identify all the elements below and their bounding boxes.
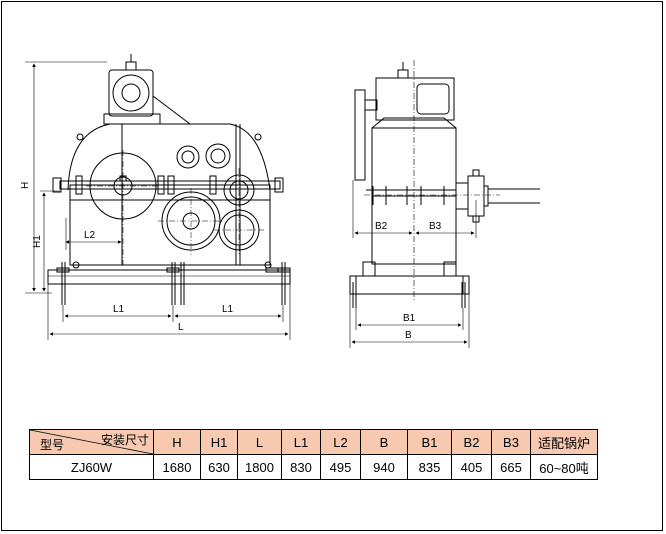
dim-l: L [178, 322, 184, 333]
spec-table-header: 安装尺寸 型号 H H1 L L1 L2 B B1 B2 B3 适配锅炉 [29, 429, 598, 455]
model-cell: ZJ60W [29, 454, 154, 480]
spec-table: 安装尺寸 型号 H H1 L L1 L2 B B1 B2 B3 适配锅炉 ZJ6… [29, 429, 598, 480]
col-header: L2 [320, 429, 361, 455]
value-cell: 1800 [237, 454, 282, 480]
motor [108, 69, 154, 117]
front-view [47, 54, 291, 305]
table-row: ZJ60W 1680 630 1800 830 495 940 835 405 … [29, 454, 598, 480]
dim-l2: L2 [84, 230, 96, 241]
value-cell: 835 [407, 454, 452, 480]
value-cell: 495 [320, 454, 361, 480]
dim-h: H [20, 182, 31, 189]
value-cell: 665 [491, 454, 531, 480]
corner-top-label: 安装尺寸 [100, 433, 149, 447]
value-cell: 1680 [153, 454, 201, 480]
col-header: B3 [491, 429, 531, 455]
housing-body [69, 184, 271, 266]
value-cell: 630 [200, 454, 238, 480]
value-cell: 60~80吨 [530, 454, 598, 480]
dim-h1: H1 [32, 235, 43, 248]
col-header: B2 [451, 429, 492, 455]
front-dimension-text: H H1 L2 L1 L1 L [20, 182, 234, 333]
col-header: B [360, 429, 408, 455]
table-corner-cell: 安装尺寸 型号 [29, 429, 154, 455]
value-cell: 405 [451, 454, 492, 480]
col-header: L [237, 429, 282, 455]
dim-l1-left: L1 [113, 304, 125, 315]
side-bolts [372, 186, 445, 205]
value-cell: 830 [281, 454, 321, 480]
col-header: 适配锅炉 [530, 429, 598, 455]
col-header: L1 [281, 429, 321, 455]
front-dimensions [25, 61, 291, 340]
side-motor [375, 77, 455, 121]
side-view [349, 62, 540, 308]
value-cell: 940 [360, 454, 408, 480]
corner-bottom-label: 型号 [40, 438, 65, 452]
dim-l1-right: L1 [222, 304, 234, 315]
dim-b2: B2 [375, 221, 388, 232]
gearbox-drawing: H H1 L2 L1 L1 L [20, 54, 540, 348]
side-flange [354, 89, 366, 181]
base-plate [47, 269, 291, 285]
flange-bolts [52, 175, 284, 195]
side-base [349, 275, 470, 295]
col-header: B1 [407, 429, 452, 455]
dim-b3: B3 [429, 221, 442, 232]
housing-top [67, 123, 271, 191]
side-dimension-text: B2 B3 B1 B [375, 221, 442, 341]
dim-b1: B1 [403, 313, 416, 324]
side-dimensions [349, 60, 500, 348]
col-header: H [153, 429, 201, 455]
dim-b: B [405, 330, 412, 341]
col-header: H1 [200, 429, 238, 455]
